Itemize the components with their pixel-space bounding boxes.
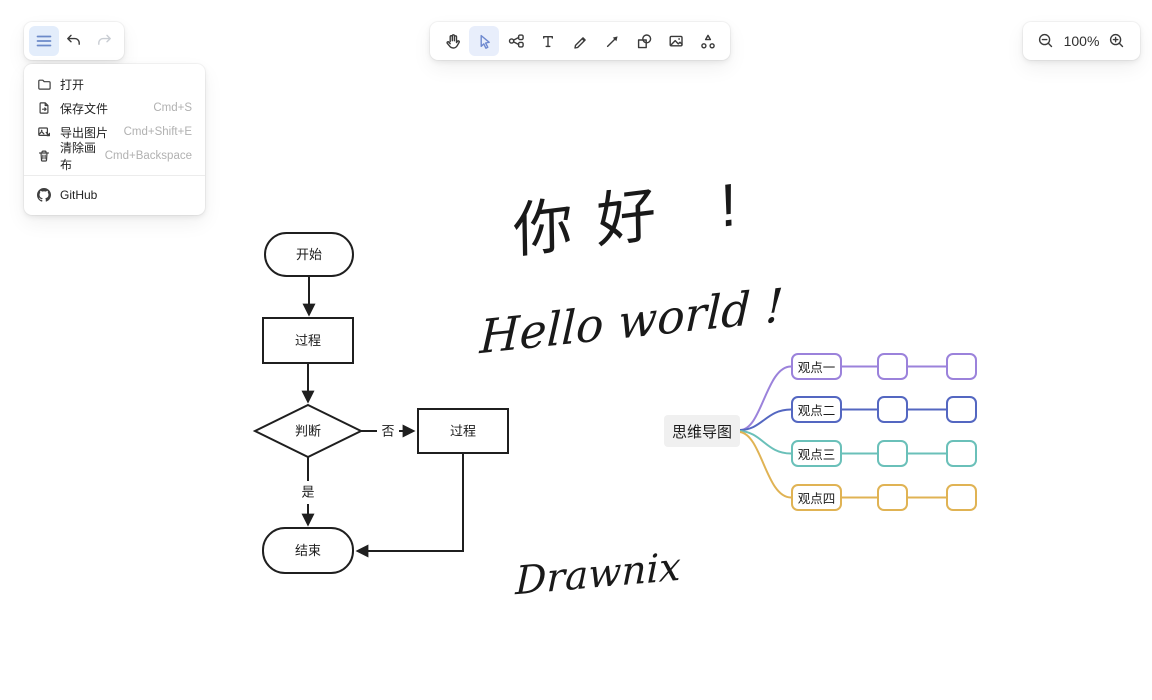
menu-item-label: GitHub: [60, 188, 98, 202]
tool-mind-map[interactable]: [693, 26, 723, 56]
shapes-icon: [635, 32, 653, 50]
mindmap-branch-node[interactable]: 观点三: [791, 440, 842, 467]
tool-image[interactable]: [661, 26, 691, 56]
flowchart-connector[interactable]: [355, 453, 464, 558]
trash-icon: [37, 149, 51, 163]
menu-item-shortcut: Cmd+S: [153, 102, 192, 114]
app-menu-button[interactable]: [29, 26, 59, 56]
github-icon: [37, 188, 51, 202]
flowchart-process2-label: 过程: [450, 424, 476, 439]
mindmap-branch-node[interactable]: 观点四: [791, 484, 842, 511]
flowchart-no-label: 否: [381, 424, 394, 439]
flowchart-end-label: 结束: [295, 543, 321, 558]
mindmap-child-node[interactable]: [877, 353, 908, 380]
left-toolbar: [24, 22, 124, 60]
flowchart[interactable]: 开始 过程 判断 否 过程 是 结束: [252, 232, 509, 574]
zoom-level[interactable]: 100%: [1063, 33, 1100, 49]
flowchart-start-label: 开始: [296, 247, 322, 262]
flowchart-decision-label: 判断: [295, 424, 321, 439]
app-menu-popover: 打开 保存文件 Cmd+S 导出图片 Cmd+Shift+E 清除画布 Cmd+…: [24, 64, 205, 215]
save-file-icon: [37, 101, 51, 115]
menu-item-label: 保存文件: [60, 101, 109, 116]
zoom-out-icon: [1036, 31, 1056, 51]
mindmap-child-node[interactable]: [946, 484, 977, 511]
mindmap-links: [739, 365, 946, 499]
flowchart-end-node[interactable]: [262, 527, 354, 574]
mindmap-child-node[interactable]: [946, 353, 977, 380]
tool-hand[interactable]: [437, 26, 467, 56]
menu-divider: [24, 175, 205, 176]
undo-icon: [63, 30, 85, 52]
zoom-in-button[interactable]: [1102, 26, 1132, 56]
image-icon: [667, 32, 685, 50]
tool-pencil[interactable]: [565, 26, 595, 56]
redo-button[interactable]: [89, 26, 119, 56]
zoom-out-button[interactable]: [1031, 26, 1061, 56]
menu-item-save[interactable]: 保存文件 Cmd+S: [24, 96, 205, 120]
tool-connection[interactable]: [501, 26, 531, 56]
mindmap-child-node[interactable]: [946, 396, 977, 423]
menu-item-label: 打开: [60, 77, 85, 92]
mindmap-root-node[interactable]: 思维导图: [664, 415, 740, 447]
main-toolbar: [430, 22, 730, 60]
tool-arrow[interactable]: [597, 26, 627, 56]
mindmap-child-node[interactable]: [877, 440, 908, 467]
menu-item-open[interactable]: 打开: [24, 72, 205, 96]
menu-item-label: 清除画布: [60, 141, 97, 172]
zoom-in-icon: [1107, 31, 1127, 51]
menu-item-clear-canvas[interactable]: 清除画布 Cmd+Backspace: [24, 141, 205, 172]
zoom-toolbar: 100%: [1023, 22, 1140, 60]
export-image-icon: [37, 125, 51, 139]
redo-icon: [93, 30, 115, 52]
tool-shapes[interactable]: [629, 26, 659, 56]
text-icon: [539, 32, 557, 50]
mindmap-child-node[interactable]: [877, 396, 908, 423]
menu-item-shortcut: Cmd+Shift+E: [123, 126, 192, 138]
pencil-icon: [571, 32, 589, 50]
mind-map-icon: [699, 32, 717, 50]
arrow-icon: [603, 32, 621, 50]
menu-item-export-image[interactable]: 导出图片 Cmd+Shift+E: [24, 120, 205, 144]
hand-icon: [443, 32, 461, 50]
mindmap-branch-node[interactable]: 观点二: [791, 396, 842, 423]
undo-button[interactable]: [59, 26, 89, 56]
hamburger-icon: [33, 30, 55, 52]
mindmap-child-node[interactable]: [877, 484, 908, 511]
menu-item-shortcut: Cmd+Backspace: [104, 150, 192, 162]
connection-nodes-icon: [507, 32, 525, 50]
flowchart-yes-label: 是: [301, 485, 314, 500]
cursor-icon: [475, 32, 493, 50]
flowchart-process-label: 过程: [295, 333, 321, 348]
tool-selection[interactable]: [469, 26, 499, 56]
mindmap-child-node[interactable]: [946, 440, 977, 467]
folder-icon: [37, 77, 51, 91]
menu-item-github[interactable]: GitHub: [24, 183, 205, 207]
menu-item-label: 导出图片: [60, 125, 109, 140]
tool-text[interactable]: [533, 26, 563, 56]
mindmap-branch-node[interactable]: 观点一: [791, 353, 842, 380]
